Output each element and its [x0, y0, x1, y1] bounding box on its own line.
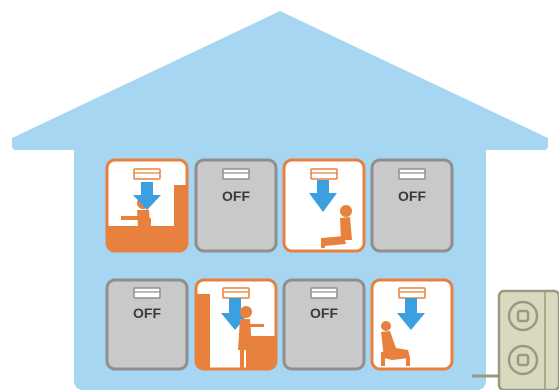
- room-tile: [370, 278, 454, 371]
- room-tile: OFF: [282, 278, 366, 371]
- ac-unit-icon: [398, 168, 426, 180]
- airflow-arrow-icon: [221, 298, 249, 330]
- off-label: OFF: [222, 188, 250, 204]
- ac-unit-icon: [310, 168, 338, 180]
- room-tile: [282, 158, 366, 253]
- kitchen-counter: [248, 336, 275, 368]
- off-label: OFF: [310, 305, 338, 321]
- airflow-arrow-icon: [309, 180, 337, 212]
- person-icon: [238, 306, 264, 368]
- ac-unit-icon: [310, 287, 338, 299]
- airflow-arrow-icon: [397, 298, 425, 330]
- off-label: OFF: [398, 188, 426, 204]
- off-label: OFF: [133, 305, 161, 321]
- outdoor-fan-bottom: [507, 344, 539, 376]
- outdoor-fan-top: [507, 300, 539, 332]
- airflow-arrow-icon: [133, 182, 161, 210]
- ac-unit-icon: [222, 287, 250, 299]
- room-tile: OFF: [194, 158, 278, 253]
- outdoor-unit-icon: [497, 289, 559, 390]
- ac-unit-icon: [398, 287, 426, 299]
- room-tile: [105, 158, 189, 253]
- ac-unit-icon: [222, 168, 250, 180]
- room-tile: OFF: [370, 158, 454, 253]
- person-icon: [321, 205, 352, 248]
- ac-unit-icon: [133, 168, 161, 180]
- ac-unit-icon: [133, 287, 161, 299]
- room-tile: OFF: [105, 278, 189, 371]
- room-tile: [194, 278, 278, 371]
- person-icon: [381, 321, 410, 366]
- house-shape: [12, 11, 548, 390]
- counter: [197, 294, 210, 368]
